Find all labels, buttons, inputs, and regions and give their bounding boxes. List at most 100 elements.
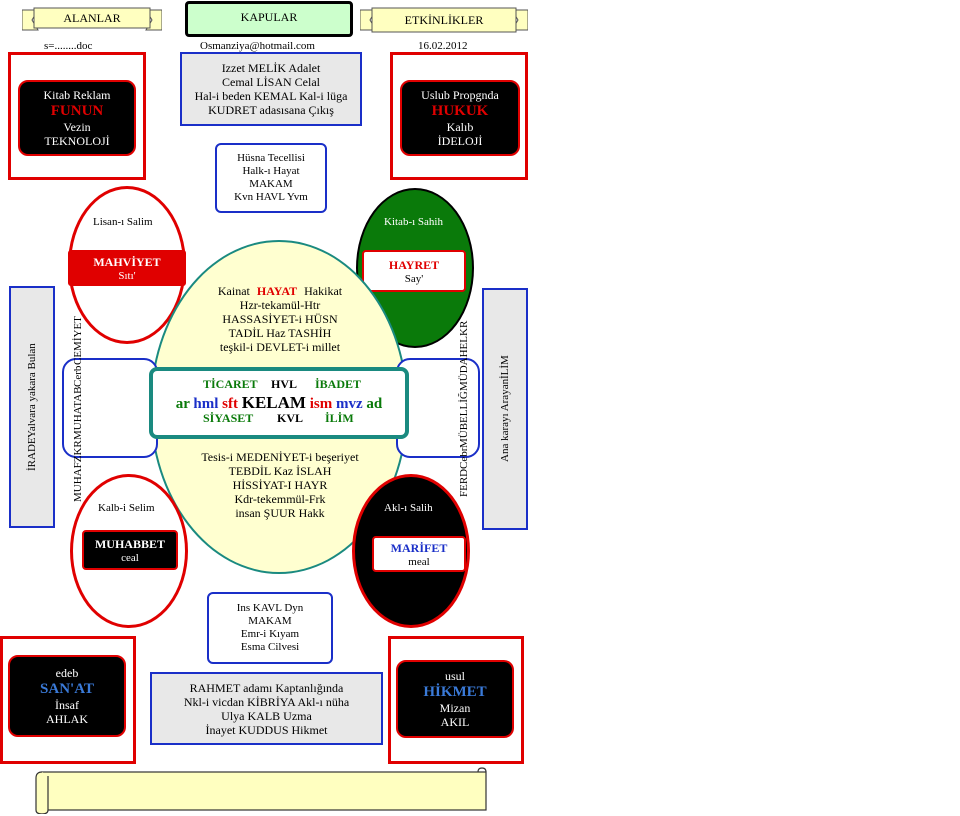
kapular-box: KAPULAR xyxy=(185,1,353,37)
hvl-text: HVL xyxy=(271,377,298,391)
lower-small-line-2: MAKAM xyxy=(248,615,292,627)
hayret-box: HAYRET Say' xyxy=(362,250,466,292)
upper-small-line-2: Halk-ı Hayat xyxy=(242,165,300,177)
lower-small-line-1: Ins KAVL Dyn xyxy=(236,602,304,614)
sft-text: sft xyxy=(222,396,238,412)
hayat-text: HAYAT xyxy=(256,284,298,298)
ferd-text: FERD xyxy=(458,469,470,498)
big-ellipse-bottom-text: Tesis-i MEDENİYET-i beşeriyet TEBDİL Kaz… xyxy=(180,450,380,520)
marifet-title: MARİFET xyxy=(390,540,448,555)
ad-text: ad xyxy=(366,396,383,412)
etkinlikler-ribbon xyxy=(360,7,528,33)
hikmet-line-1: usul xyxy=(444,669,465,683)
irade-text: İRADE xyxy=(26,437,38,472)
bottom-center-line-3: Ulya KALB Uzma xyxy=(221,708,312,723)
funun-line-3: Vezin xyxy=(63,120,91,134)
muhabbet-title: MUHABBET xyxy=(94,536,165,551)
right-side-box: FERD Cebr MÜBELLİĞ MÜDAHELKR xyxy=(396,321,480,497)
big-bottom-line-1: Tesis-i MEDENİYET-i beşeriyet xyxy=(201,450,359,464)
muhatab-text: MUHATAB xyxy=(72,386,84,441)
big-bottom-line-3: HİSSİYAT-I HAYR xyxy=(232,478,328,492)
top-center-line-2: Cemal LİSAN Celal xyxy=(222,75,320,89)
hukuk-title: HUKUK xyxy=(431,103,489,119)
hukuk-line-3: Kalıb xyxy=(446,120,474,134)
bottom-center-line-4: İnayet KUDDUS Hikmet xyxy=(205,722,328,737)
ibadet-text: İBADET xyxy=(315,377,362,391)
marifet-sub: meal xyxy=(408,555,430,568)
mahviyet-box: MAHVİYET Sıtı' xyxy=(68,250,186,286)
bottom-center-line-2: Nkl-i vicdan KİBRİYA Akl-ı nüha xyxy=(183,694,350,709)
kapular-label: KAPULAR xyxy=(240,10,298,24)
alanlar-label: ALANLAR xyxy=(63,10,121,25)
bottom-center-box: RAHMET adamı Kaptanlığında Nkl-i vicdan … xyxy=(150,672,383,745)
funun-line-4: TEKNOLOJİ xyxy=(44,134,110,148)
mvz-text: mvz xyxy=(335,396,363,412)
bottom-left-card: edeb SAN'AT İnsaf AHLAK xyxy=(8,655,126,737)
ar-text: ar xyxy=(175,396,190,412)
bottom-center-line-1: RAHMET adamı Kaptanlığında xyxy=(189,680,344,695)
big-top-line-4: TADİL Haz TASHİH xyxy=(228,326,332,340)
kelam-row: ar hml sft KELAM ism mvz ad xyxy=(176,393,382,413)
big-bottom-line-2: TEBDİL Kaz İSLAH xyxy=(228,464,332,478)
hikmet-line-3: Mizan xyxy=(439,701,471,715)
big-bottom-line-5: insan ŞUUR Hakk xyxy=(235,506,325,520)
muhabbet-box: MUHABBET ceal xyxy=(82,530,178,570)
upper-small-line-3: MAKAM xyxy=(249,178,293,190)
lower-small-box: Ins KAVL Dyn MAKAM Emr-i Kıyam Esma Cilv… xyxy=(207,592,333,664)
left-note: s=........doc xyxy=(44,40,93,52)
cebr-text: Cebr xyxy=(458,447,470,470)
kitab-sahih-label: Kitab-ı Sahih xyxy=(384,216,443,228)
top-right-card: Uslub Propgnda HUKUK Kalıb İDELOJİ xyxy=(400,80,520,156)
bottom-right-card: usul HİKMET Mizan AKIL xyxy=(396,660,514,738)
hukuk-line-4: İDELOJİ xyxy=(437,134,483,148)
cemiyet-text: CEMİYET xyxy=(72,316,84,366)
sanat-line-4: AHLAK xyxy=(46,712,88,726)
big-top-line-5: teşkil-i DEVLET-i millet xyxy=(219,340,341,354)
big-top-line-2: Hzr-tekamül-Htr xyxy=(239,298,321,312)
upper-small-box: Hüsna Tecellisi Halk-ı Hayat MAKAM Kvn H… xyxy=(215,143,327,213)
sanat-title: SAN'AT xyxy=(40,681,94,697)
hikmet-title: HİKMET xyxy=(423,684,487,700)
alanlar-ribbon xyxy=(22,7,162,31)
left-side-box: MUHAFZKR MUHATAB Cerb CEMİYET xyxy=(62,316,158,502)
kelam-text: KELAM xyxy=(241,393,306,412)
ilim-side-text: İLİM xyxy=(499,355,511,380)
bottom-scroll-banner xyxy=(35,767,487,814)
lisan-label: Lisan-ı Salim xyxy=(93,216,153,228)
etkinlikler-label: ETKİNLİKLER xyxy=(404,12,484,27)
mahviyet-sub: Sıtı' xyxy=(118,269,136,282)
hml-text: hml xyxy=(193,396,219,412)
lower-small-line-4: Esma Cilvesi xyxy=(240,641,300,653)
top-center-line-4: KUDRET adasısana Çıkış xyxy=(208,103,334,117)
siyaset-text: SİYASET xyxy=(203,411,254,425)
kainat-text: Kainat xyxy=(217,284,250,298)
big-top-line-3: HASSASİYET-i HÜSN xyxy=(222,312,338,326)
ism-text: ism xyxy=(309,396,333,412)
sanat-line-1: edeb xyxy=(55,666,79,680)
mubellig-text: MÜBELLİĞ xyxy=(458,390,470,448)
hayret-title: HAYRET xyxy=(388,257,440,272)
hukuk-line-1: Uslub Propgnda xyxy=(421,88,499,102)
kvl-text: KVL xyxy=(277,411,304,425)
marifet-box: MARİFET meal xyxy=(372,536,466,572)
akl-salih-label: Akl-ı Salih xyxy=(384,502,433,514)
ilim-text: İLİM xyxy=(325,411,354,425)
top-center-box: Izzet MELİK Adalet Cemal LİSAN Celal Hal… xyxy=(180,52,362,126)
funun-title: FUNUN xyxy=(50,103,104,119)
yalvara-text: Yalvara yakara Bulan xyxy=(26,342,38,438)
top-center-line-3: Hal-i beden KEMAL Kal-i lüga xyxy=(194,89,348,103)
kalb-label: Kalb-i Selim xyxy=(98,502,155,514)
hakikat-text: Hakikat xyxy=(304,284,343,298)
big-bottom-line-4: Kdr-tekemmül-Frk xyxy=(234,492,326,506)
hikmet-line-4: AKIL xyxy=(440,715,470,729)
right-tall-box: Ana karayı Arayan İLİM xyxy=(482,288,528,530)
top-left-card: Kitab Reklam FUNUN Vezin TEKNOLOJİ xyxy=(18,80,136,156)
upper-small-line-4: Kvn HAVL Yvm xyxy=(234,191,308,203)
ticaret-text: TİCARET xyxy=(203,377,258,391)
muhabbet-sub: ceal xyxy=(121,551,139,564)
big-ellipse-top-text: Kainat HAYAT Hakikat Hzr-tekamül-Htr HAS… xyxy=(180,284,380,354)
mudahelkr-text: MÜDAHELKR xyxy=(458,320,470,391)
muhafzkr-text: MUHAFZKR xyxy=(72,440,84,502)
left-tall-box: İRADE Yalvara yakara Bulan xyxy=(9,286,55,528)
cerb-text: Cerb xyxy=(72,365,84,387)
